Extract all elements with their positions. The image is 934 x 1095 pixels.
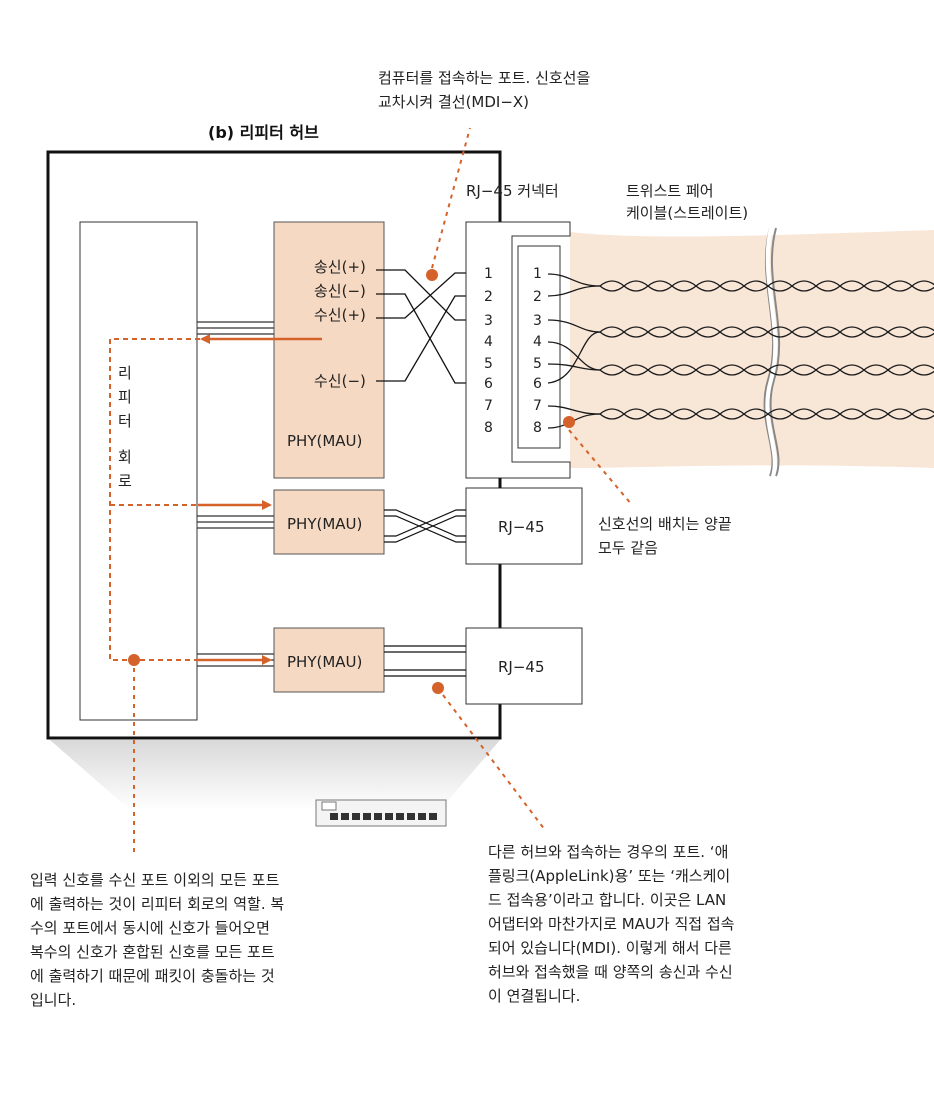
svg-text:피: 피 (118, 388, 132, 406)
phy-label-1: PHY(MAU) (287, 432, 362, 450)
svg-text:8: 8 (484, 420, 493, 436)
note-repeater: 입력 신호를 수신 포트 이외의 모든 포트 에 출력하는 것이 리피터 회로의… (30, 871, 285, 1009)
phy-label-3: PHY(MAU) (287, 653, 362, 671)
svg-text:2: 2 (533, 289, 542, 305)
note-pinout: 신호선의 배치는 양끝 모두 같음 (598, 515, 732, 557)
cable-label-line2: 케이블(스트레이트) (626, 204, 748, 222)
pin-numbers-jack: 1 2 3 4 5 6 7 8 (484, 266, 493, 436)
svg-text:2: 2 (484, 289, 493, 305)
rj45-connector-label: RJ−45 커넥터 (466, 182, 559, 200)
note-mdix: 컴퓨터를 접속하는 포트. 신호선을 교차시켜 결선(MDI−X) (378, 69, 591, 111)
phy-block-1 (273, 221, 385, 479)
svg-text:7: 7 (484, 398, 493, 414)
callouts (133, 127, 633, 855)
hub-device-icon (315, 799, 447, 827)
phy-label-2: PHY(MAU) (287, 515, 362, 533)
svg-text:3: 3 (484, 313, 493, 329)
svg-text:1: 1 (533, 266, 542, 282)
svg-text:6: 6 (484, 376, 493, 392)
svg-text:5: 5 (484, 356, 493, 372)
svg-text:1: 1 (484, 266, 493, 282)
rj45-port-mdi-label: RJ−45 (498, 658, 545, 676)
svg-text:5: 5 (533, 356, 542, 372)
rj45-port-mdix (465, 487, 583, 565)
bus-lines (197, 321, 274, 667)
pin-numbers-plug: 1 2 3 4 5 6 7 8 (533, 266, 542, 436)
svg-text:회: 회 (118, 448, 132, 466)
twisted-pair-cable (570, 227, 934, 477)
rx-plus-label: 수신(+) (314, 306, 366, 324)
svg-text:로: 로 (118, 472, 132, 490)
crossover-wiring (376, 269, 480, 384)
note-cascade: 다른 허브와 접속하는 경우의 포트. ‘애 플링크(AppleLink)용’ … (488, 843, 735, 1005)
svg-text:4: 4 (533, 334, 542, 350)
cable-label-line1: 트위스트 페어 (626, 182, 714, 200)
twisted-pairs (547, 273, 934, 429)
rj45-port-mdix-label: RJ−45 (498, 518, 545, 536)
rj45-connector (465, 221, 571, 479)
rj45-port-mdi (465, 627, 583, 705)
rx-minus-label: 수신(−) (314, 372, 366, 390)
tx-plus-label: 송신(+) (314, 258, 366, 276)
svg-text:4: 4 (484, 334, 493, 350)
signal-flow (109, 334, 322, 666)
svg-text:6: 6 (533, 376, 542, 392)
hub-shadow (50, 740, 500, 810)
tx-minus-label: 송신(−) (314, 282, 366, 300)
repeater-circuit-label: 리 피 터 회 로 (118, 364, 132, 490)
straight-wiring-port3 (384, 645, 466, 677)
crossed-wiring-port2 (384, 509, 466, 543)
svg-text:8: 8 (533, 420, 542, 436)
svg-text:터: 터 (118, 412, 132, 430)
svg-text:3: 3 (533, 313, 542, 329)
repeater-circuit-box (79, 221, 198, 721)
phy-block-3 (273, 627, 385, 693)
svg-text:7: 7 (533, 398, 542, 414)
hub-title: (b) 리피터 허브 (208, 123, 319, 142)
svg-text:리: 리 (118, 364, 132, 382)
